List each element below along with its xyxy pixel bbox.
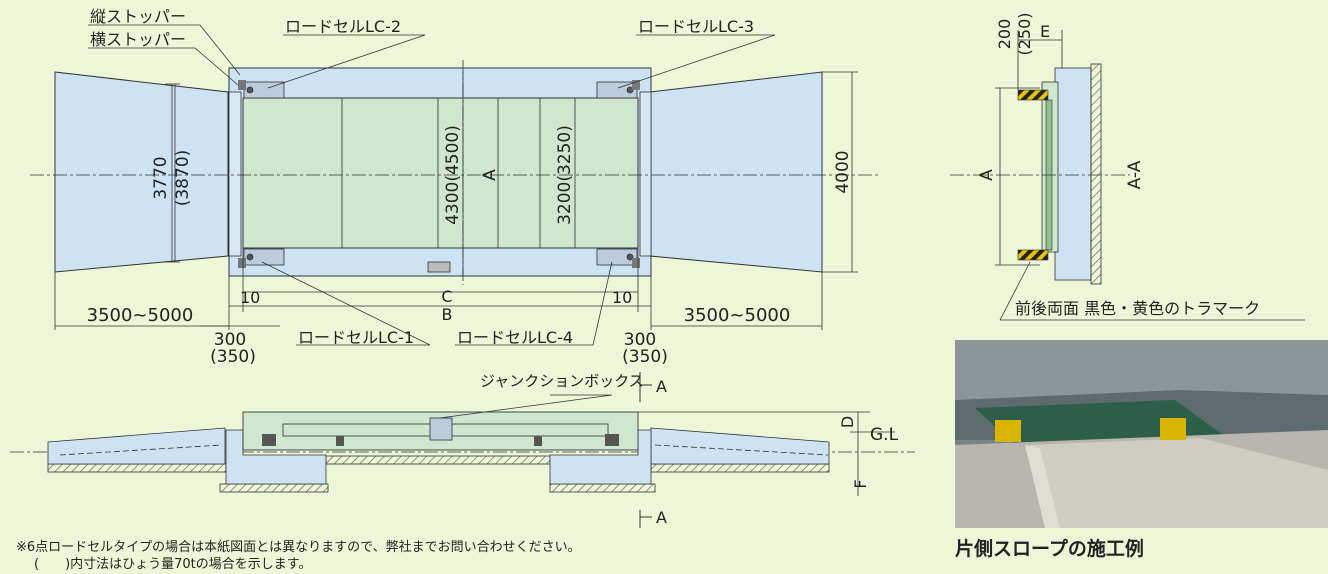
photo-caption: 片側スロープの施工例 bbox=[955, 538, 1144, 560]
yoko-stopper-label: 横ストッパー bbox=[90, 30, 186, 49]
load-cell-lc1-label: ロードセルLC-1 bbox=[298, 328, 414, 347]
plan-dimension-lines bbox=[54, 24, 858, 346]
weighing-platform bbox=[242, 97, 639, 249]
dim-ramp-right: 3500~5000 bbox=[684, 305, 791, 326]
dim-4300: 4300(4500) bbox=[443, 125, 463, 225]
dim-B: B bbox=[442, 305, 453, 324]
dim-F: F bbox=[851, 479, 870, 488]
dim-D: D bbox=[838, 416, 857, 428]
site-photo bbox=[955, 340, 1328, 528]
tiger-mark-label: 前後両面 黒色・黄色のトラマーク bbox=[1015, 299, 1260, 318]
dim-C: C bbox=[441, 287, 452, 306]
load-cells bbox=[243, 81, 638, 266]
section-cut-top: A bbox=[656, 377, 667, 396]
dim-3770: 3770 bbox=[151, 156, 171, 199]
note-line-1: ※6点ロードセルタイプの場合は本紙図面とは異なりますので、弊社までお問い合わせく… bbox=[16, 540, 581, 555]
dim-200: 200 bbox=[995, 19, 1014, 50]
dim-350-right: (350) bbox=[622, 347, 668, 367]
dim-A-section: A bbox=[977, 169, 997, 181]
load-cell-lc4-label: ロードセルLC-4 bbox=[457, 328, 573, 347]
left-ramp bbox=[54, 71, 229, 273]
dim-3200: 3200(3250) bbox=[555, 125, 575, 225]
dim-300-left: 300 bbox=[214, 330, 246, 350]
dim-A-plan: A bbox=[480, 169, 500, 181]
plan-view bbox=[30, 60, 880, 285]
dim-10-left: 10 bbox=[240, 288, 260, 307]
dim-350-left: (350) bbox=[210, 347, 256, 367]
dim-E: E bbox=[1040, 22, 1050, 41]
load-cell-lc3-label: ロードセルLC-3 bbox=[638, 17, 754, 36]
tate-stopper-label: 縦ストッパー bbox=[90, 7, 186, 26]
side-elevation bbox=[10, 372, 915, 528]
dim-300-right: 300 bbox=[624, 330, 656, 350]
dim-3870: (3870) bbox=[173, 150, 193, 207]
ground-level-label: G.L bbox=[870, 425, 899, 445]
section-a-a-label: A-A bbox=[1125, 160, 1145, 189]
tiger-mark-bottom bbox=[1017, 249, 1049, 261]
section-cut-bottom: A bbox=[656, 508, 667, 527]
load-cell-lc2-label: ロードセルLC-2 bbox=[285, 17, 401, 36]
dim-ramp-left: 3500~5000 bbox=[87, 305, 194, 326]
junction-box-label: ジャンクションボックス bbox=[480, 372, 644, 390]
note-line-2: ( )内寸法はひょう量70tの場合を示します。 bbox=[34, 557, 312, 572]
dim-10-right: 10 bbox=[612, 288, 632, 307]
tiger-mark-top bbox=[1017, 89, 1049, 101]
dim-250: (250) bbox=[1015, 12, 1034, 55]
section-a-a bbox=[950, 30, 1305, 321]
dim-4000: 4000 bbox=[833, 150, 853, 193]
